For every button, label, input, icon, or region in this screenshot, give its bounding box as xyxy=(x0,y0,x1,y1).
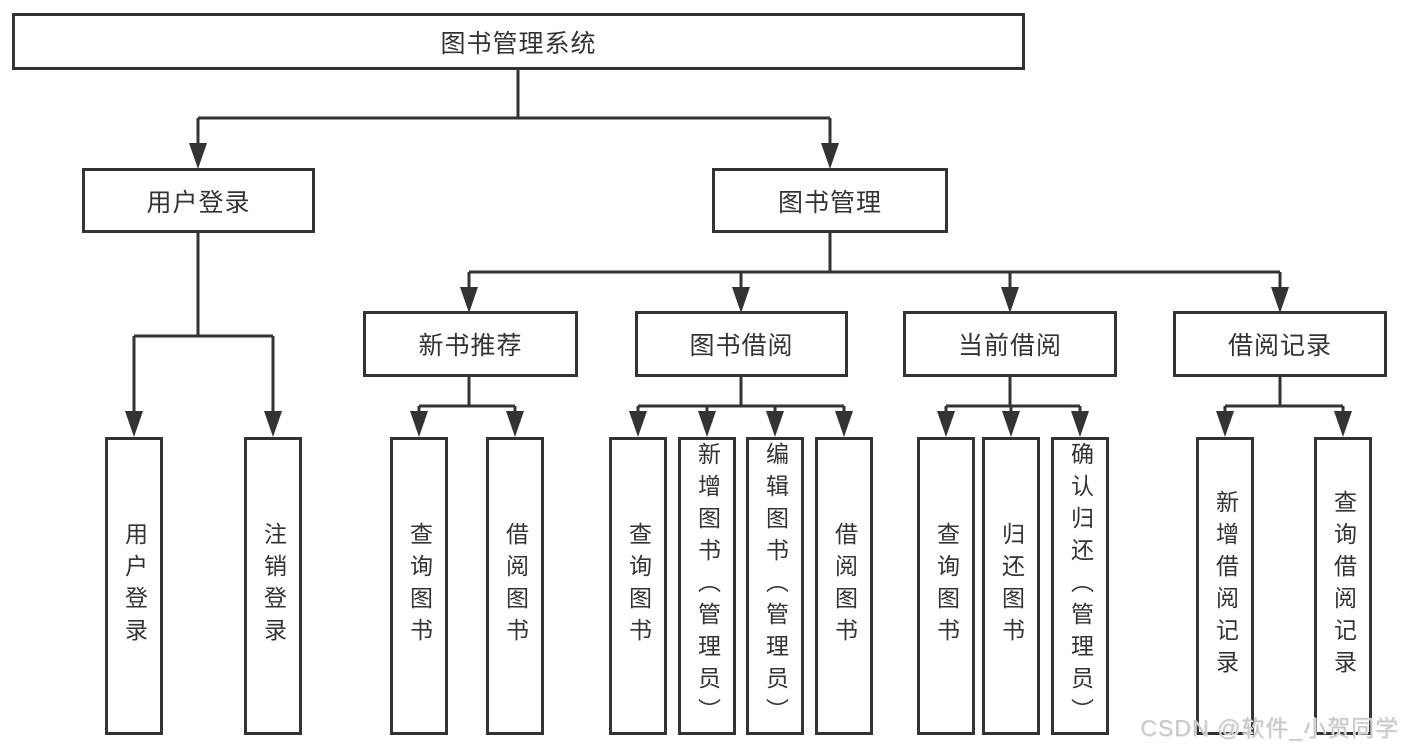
leaf-query-books-recommend-label: 查询图书 xyxy=(406,522,433,650)
node-root-label: 图书管理系统 xyxy=(440,29,597,58)
leaf-query-borrow-record-label: 查询借阅记录 xyxy=(1330,490,1357,682)
arrowhead-icons xyxy=(125,143,1352,437)
node-user-login: 用户登录 xyxy=(82,168,315,233)
node-root: 图书管理系统 xyxy=(12,13,1025,70)
leaf-query-borrow-record: 查询借阅记录 xyxy=(1314,437,1372,735)
leaf-add-book-admin: 新增图书（管理员） xyxy=(678,437,736,735)
leaf-query-books-current: 查询图书 xyxy=(917,437,975,735)
leaf-add-borrow-record: 新增借阅记录 xyxy=(1196,437,1254,735)
node-book-management-label: 图书管理 xyxy=(777,188,882,217)
node-user-login-label: 用户登录 xyxy=(146,188,251,217)
node-new-book-recommend: 新书推荐 xyxy=(363,311,578,377)
leaf-query-books-current-label: 查询图书 xyxy=(933,522,960,650)
leaf-query-books-borrow: 查询图书 xyxy=(609,437,667,735)
leaf-user-login-label: 用户登录 xyxy=(121,522,148,650)
leaf-return-book: 归还图书 xyxy=(982,437,1040,735)
watermark: CSDN @软件_小贺同学 xyxy=(1140,715,1399,741)
node-borrow-records: 借阅记录 xyxy=(1173,311,1387,377)
leaf-logout-label: 注销登录 xyxy=(260,522,287,650)
leaf-confirm-return-admin-label: 确认归还（管理员） xyxy=(1067,442,1094,730)
leaf-query-books-recommend: 查询图书 xyxy=(390,437,448,735)
leaf-user-login: 用户登录 xyxy=(105,437,163,735)
leaf-confirm-return-admin: 确认归还（管理员） xyxy=(1051,437,1109,735)
leaf-add-book-admin-label: 新增图书（管理员） xyxy=(694,442,721,730)
node-book-borrow-label: 图书借阅 xyxy=(689,332,794,360)
node-book-borrow: 图书借阅 xyxy=(635,311,848,377)
node-current-borrow: 当前借阅 xyxy=(903,311,1117,377)
leaf-edit-book-admin-label: 编辑图书（管理员） xyxy=(762,442,789,730)
node-current-borrow-label: 当前借阅 xyxy=(957,332,1062,360)
leaf-borrow-books-recommend: 借阅图书 xyxy=(486,437,544,735)
leaf-borrow-books-recommend-label: 借阅图书 xyxy=(502,522,529,650)
leaf-logout: 注销登录 xyxy=(244,437,302,735)
leaf-borrow-books-label: 借阅图书 xyxy=(831,522,858,650)
leaf-edit-book-admin: 编辑图书（管理员） xyxy=(746,437,804,735)
node-borrow-records-label: 借阅记录 xyxy=(1227,332,1332,360)
node-new-book-recommend-label: 新书推荐 xyxy=(418,332,523,360)
leaf-add-borrow-record-label: 新增借阅记录 xyxy=(1212,490,1239,682)
leaf-return-book-label: 归还图书 xyxy=(998,522,1025,650)
node-book-management: 图书管理 xyxy=(712,168,948,233)
leaf-borrow-books: 借阅图书 xyxy=(815,437,873,735)
leaf-query-books-borrow-label: 查询图书 xyxy=(625,522,652,650)
